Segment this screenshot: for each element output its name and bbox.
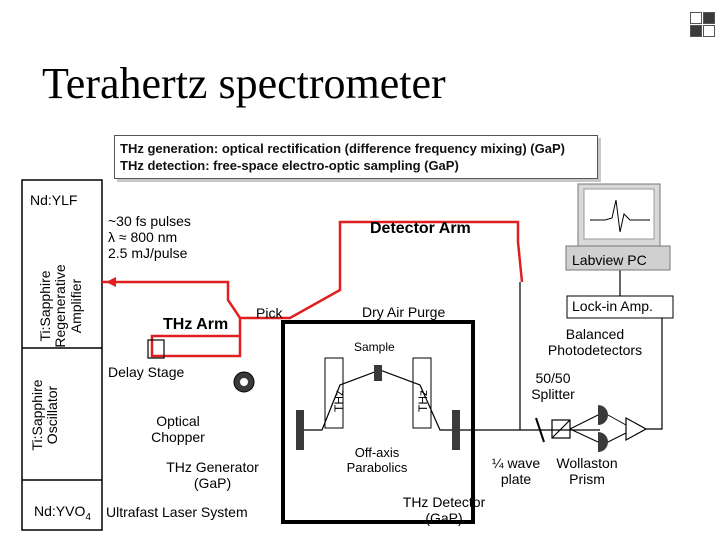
- corner-square-1: [690, 12, 702, 24]
- laser-system-outline: [21, 179, 103, 531]
- splitter-element: [535, 417, 545, 443]
- nd-ylf-label: Nd:YLF: [30, 192, 78, 208]
- off-axis-parabolics-label: Off-axis Parabolics: [346, 445, 408, 475]
- corner-square-3: [690, 25, 702, 37]
- beam-arrow: [106, 277, 116, 287]
- detector-arm-label: Detector Arm: [370, 220, 471, 237]
- thz-generator-crystal: [296, 410, 304, 450]
- regen-amplifier-label: Ti:Sapphire Regenerative Amplifier: [37, 264, 84, 348]
- sample-label: Sample: [354, 340, 395, 354]
- pc-base: [565, 245, 671, 271]
- optical-chopper-label: Optical Chopper: [151, 413, 205, 446]
- info-detection: THz detection: free-space electro-optic …: [120, 158, 459, 173]
- wollaston-label: Wollaston Prism: [556, 455, 618, 488]
- oscillator-label: Ti:Sapphire Oscillator: [29, 379, 61, 451]
- delay-stage-label: Delay Stage: [108, 364, 185, 380]
- labview-pc-label: Labview PC: [572, 252, 647, 268]
- waveplate-label: ¼ wave plate: [491, 455, 541, 488]
- lockin-amp-label: Lock-in Amp.: [572, 298, 653, 314]
- delay-stage-mirror: [147, 339, 165, 359]
- purge-enclosure: [281, 320, 475, 524]
- parabolic-mirror-right: [412, 357, 432, 429]
- thz-arm-label: THz Arm: [163, 316, 229, 333]
- thz-right-label: THz: [416, 390, 430, 412]
- laser-beam-path: [102, 220, 524, 358]
- thz-detector-label: THz Detector (GaP): [402, 494, 486, 527]
- monitor-screen: [583, 188, 655, 240]
- corner-square-4: [703, 25, 715, 37]
- nd-yvo4-label: Nd:YVO4: [34, 503, 91, 523]
- info-box: THz generation: optical rectification (d…: [114, 135, 598, 179]
- photodetector-bottom: [598, 432, 608, 452]
- corner-square-2: [703, 12, 715, 24]
- thz-detector-crystal: [452, 410, 460, 450]
- amplifier-triangle: [625, 416, 648, 442]
- splitter-label: 50/50 Splitter: [531, 370, 575, 403]
- pulse-specs: ~30 fs pulses λ ≈ 800 nm 2.5 mJ/pulse: [108, 213, 191, 262]
- dry-air-purge-label: Dry Air Purge: [362, 304, 446, 320]
- sample-holder: [374, 365, 382, 381]
- parabolic-mirror-left: [324, 357, 344, 429]
- laser-system-label: Ultrafast Laser System: [106, 504, 248, 520]
- thz-generator-label: THz Generator (GaP): [166, 459, 259, 492]
- monitor-waveform: [590, 199, 650, 233]
- photodetectors-label: Balanced Photodetectors: [547, 326, 643, 359]
- pick-label: Pick: [256, 305, 283, 321]
- info-generation: THz generation: optical rectification (d…: [120, 141, 565, 156]
- photodetector-top: [598, 405, 608, 425]
- page-title: Terahertz spectrometer: [42, 59, 446, 108]
- thz-left-label: THz: [332, 390, 346, 412]
- lockin-box: [566, 295, 674, 319]
